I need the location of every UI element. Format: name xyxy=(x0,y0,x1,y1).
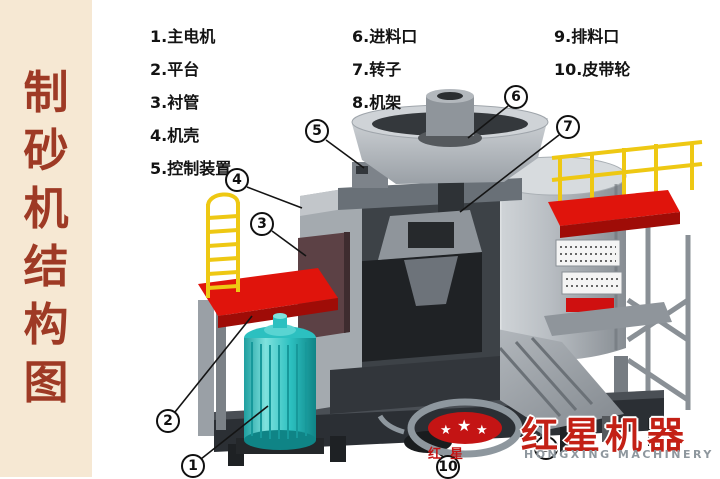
legend-item: 3.衬管 xyxy=(150,93,200,112)
legend-item: 8.机架 xyxy=(352,93,402,112)
watermark-brand-en: HONGXING MACHINERY xyxy=(524,448,714,461)
callout-6: 6 xyxy=(504,85,528,109)
title-char: 结 xyxy=(23,240,69,293)
right-platform xyxy=(544,140,703,336)
title-char: 机 xyxy=(23,182,69,235)
callout-7: 7 xyxy=(556,115,580,139)
callout-4: 4 xyxy=(225,168,249,192)
watermark-brand-cn: 红星机器 xyxy=(521,414,689,457)
star-icon: ★ xyxy=(476,423,488,438)
right-railing xyxy=(551,140,703,206)
star-icon: ★ xyxy=(440,423,452,438)
access-ladder xyxy=(206,192,240,298)
crusher-body xyxy=(298,162,522,414)
callout-5: 5 xyxy=(305,119,329,143)
callout-9: 9 xyxy=(534,436,558,460)
callout-1: 1 xyxy=(181,454,205,478)
legend-item: 1.主电机 xyxy=(150,27,216,46)
callout-3: 3 xyxy=(250,212,274,236)
star-icon: ★ xyxy=(457,416,471,435)
callout-10: 10 xyxy=(436,455,460,479)
leader-lines xyxy=(174,105,560,460)
legend-item: 2.平台 xyxy=(150,60,200,79)
legend-column-1: 1.主电机 2.平台 3.衬管 4.机壳 5.控制装置 xyxy=(150,27,231,192)
title-char: 砂 xyxy=(23,124,69,177)
vertical-title-strip: 制 砂 机 结 构 图 xyxy=(0,0,92,477)
title-char: 构 xyxy=(23,298,69,351)
legend-item: 7.转子 xyxy=(352,60,402,79)
legend-item: 9.排料口 xyxy=(554,27,620,46)
watermark-mini-text: 红星 xyxy=(428,447,473,462)
legend-column-2: 6.进料口 7.转子 8.机架 xyxy=(352,27,417,126)
main-motor xyxy=(236,313,324,454)
legend-column-3: 9.排料口 10.皮带轮 xyxy=(554,27,630,93)
callout-2: 2 xyxy=(156,409,180,433)
title-char: 图 xyxy=(23,356,69,409)
legend-item: 5.控制装置 xyxy=(150,159,232,178)
watermark-logo: ★ ★ ★ xyxy=(377,398,553,458)
legend-item: 10.皮带轮 xyxy=(554,60,631,79)
legend-item: 6.进料口 xyxy=(352,27,418,46)
legend-item: 4.机壳 xyxy=(150,126,200,145)
feed-hopper xyxy=(351,89,549,184)
title-char: 制 xyxy=(23,66,69,119)
